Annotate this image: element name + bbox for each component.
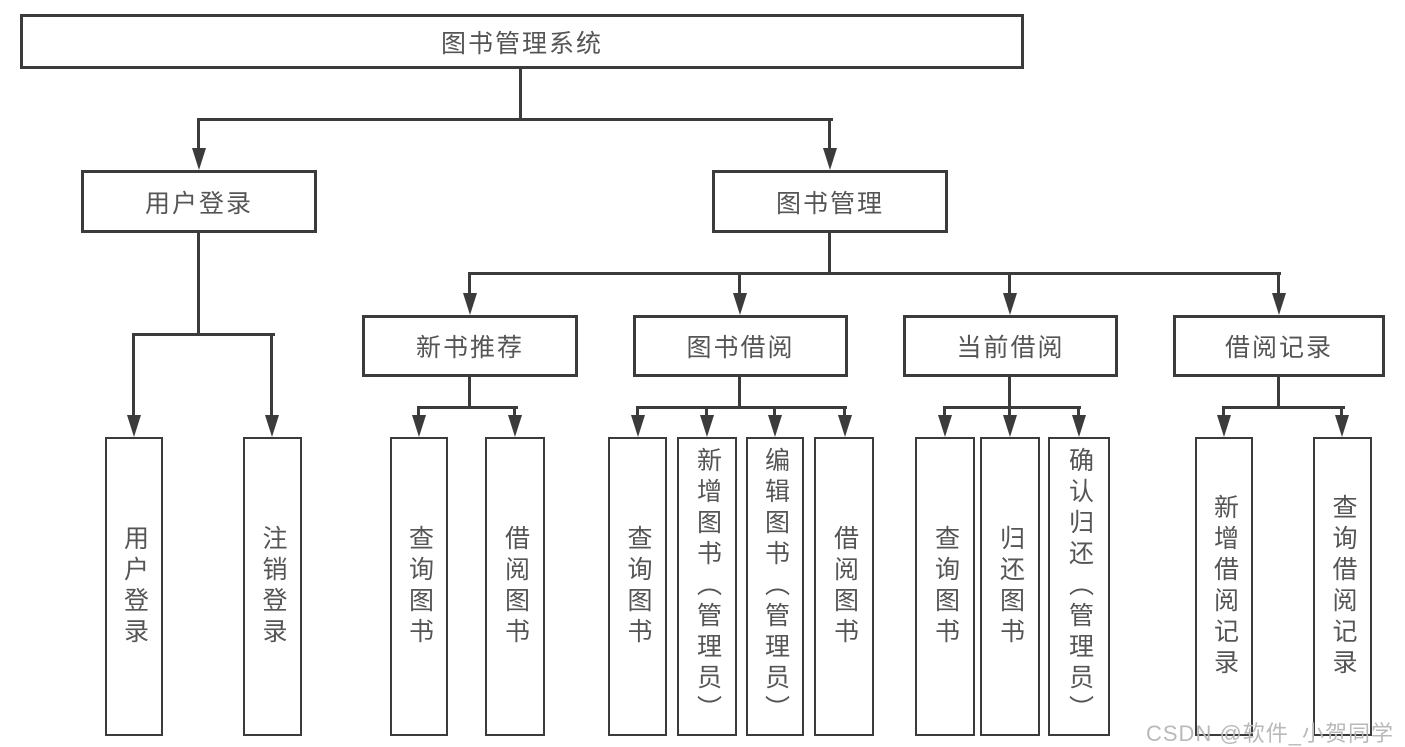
arrow-down-icon bbox=[508, 415, 522, 437]
leaf-label: 确认归还（管理员） bbox=[1065, 447, 1094, 726]
connector-root-drop-left bbox=[197, 118, 200, 152]
leaf-cb-confirm-return-admin: 确认归还（管理员） bbox=[1048, 437, 1110, 736]
leaf-label: 借阅图书 bbox=[501, 524, 530, 649]
arrow-down-icon bbox=[823, 148, 837, 170]
arrow-down-icon bbox=[412, 415, 426, 437]
leaf-nbr-query-books: 查询图书 bbox=[390, 437, 448, 736]
arrow-down-icon bbox=[127, 415, 141, 437]
connector-br-drop-2 bbox=[1340, 406, 1343, 417]
connector-nbr-drop-1 bbox=[417, 406, 420, 417]
leaf-user-login: 用户登录 bbox=[105, 437, 163, 736]
arrow-down-icon bbox=[938, 415, 952, 437]
node-book-borrowing: 图书借阅 bbox=[633, 315, 848, 377]
leaf-bb-edit-books-admin: 编辑图书（管理员） bbox=[746, 437, 804, 736]
connector-nbr-hline bbox=[417, 406, 518, 409]
leaf-logout: 注销登录 bbox=[243, 437, 302, 736]
connector-root-hline bbox=[197, 118, 833, 121]
leaf-cb-return-books: 归还图书 bbox=[980, 437, 1040, 736]
arrow-down-icon bbox=[700, 415, 714, 437]
leaf-label: 查询借阅记录 bbox=[1329, 493, 1357, 680]
leaf-label: 新增图书（管理员） bbox=[693, 447, 722, 726]
connector-root-drop-right bbox=[828, 118, 831, 152]
leaf-label: 归还图书 bbox=[996, 524, 1025, 649]
connector-br-stub bbox=[1277, 377, 1280, 409]
node-label: 图书管理 bbox=[775, 189, 884, 218]
node-label: 图书借阅 bbox=[686, 334, 795, 362]
leaf-label: 查询图书 bbox=[405, 524, 434, 649]
arrow-down-icon bbox=[265, 415, 279, 437]
connector-user-login-stub bbox=[197, 233, 200, 336]
arrow-down-icon bbox=[1072, 415, 1086, 437]
arrow-down-icon bbox=[1272, 293, 1286, 315]
node-book-management: 图书管理 bbox=[712, 170, 948, 233]
node-label: 图书管理系统 bbox=[440, 29, 603, 58]
arrow-down-icon bbox=[463, 293, 477, 315]
leaf-label: 查询图书 bbox=[931, 524, 960, 649]
connector-br-drop-1 bbox=[1222, 406, 1225, 417]
leaf-br-query-record: 查询借阅记录 bbox=[1313, 437, 1372, 736]
leaf-label: 借阅图书 bbox=[830, 524, 859, 649]
leaf-bb-add-books-admin: 新增图书（管理员） bbox=[677, 437, 737, 736]
node-label: 用户登录 bbox=[144, 189, 253, 218]
leaf-bb-borrow-books: 借阅图书 bbox=[814, 437, 874, 736]
node-library-system: 图书管理系统 bbox=[20, 14, 1024, 69]
arrow-down-icon bbox=[768, 415, 782, 437]
connector-br-hline bbox=[1222, 406, 1345, 409]
connector-cb-drop-1 bbox=[943, 406, 946, 417]
arrow-down-icon bbox=[1003, 415, 1017, 437]
leaf-label: 编辑图书（管理员） bbox=[761, 447, 790, 726]
node-new-book-recommend: 新书推荐 bbox=[362, 315, 578, 377]
arrow-down-icon bbox=[1217, 415, 1231, 437]
leaf-label: 注销登录 bbox=[259, 524, 287, 649]
connector-bb-drop-4 bbox=[843, 406, 846, 417]
connector-book-mgmt-drop-4 bbox=[1277, 272, 1280, 294]
node-borrowing-records: 借阅记录 bbox=[1173, 315, 1385, 377]
arrow-down-icon bbox=[192, 148, 206, 170]
connector-cb-hline bbox=[943, 406, 1081, 409]
connector-user-login-hline bbox=[132, 333, 275, 336]
connector-bb-drop-2 bbox=[705, 406, 708, 417]
connector-book-mgmt-stub bbox=[828, 233, 831, 275]
connector-user-login-drop-1 bbox=[132, 333, 135, 417]
leaf-label: 用户登录 bbox=[120, 524, 149, 649]
arrow-down-icon bbox=[1335, 415, 1349, 437]
csdn-watermark: CSDN @软件_小贺同学 bbox=[1146, 721, 1395, 746]
connector-cb-drop-2 bbox=[1008, 406, 1011, 417]
leaf-label: 新增借阅记录 bbox=[1210, 493, 1239, 680]
connector-cb-stub bbox=[1008, 377, 1011, 409]
node-label: 借阅记录 bbox=[1224, 334, 1333, 362]
connector-nbr-stub bbox=[468, 377, 471, 409]
connector-nbr-drop-2 bbox=[513, 406, 516, 417]
arrow-down-icon bbox=[733, 293, 747, 315]
node-label: 新书推荐 bbox=[415, 334, 524, 362]
node-user-login: 用户登录 bbox=[81, 170, 317, 233]
arrow-down-icon bbox=[838, 415, 852, 437]
leaf-bb-query-books: 查询图书 bbox=[608, 437, 667, 736]
connector-cb-drop-3 bbox=[1077, 406, 1080, 417]
node-label: 当前借阅 bbox=[956, 334, 1065, 362]
connector-bb-drop-3 bbox=[773, 406, 776, 417]
leaf-cb-query-books: 查询图书 bbox=[915, 437, 975, 736]
connector-bb-drop-1 bbox=[636, 406, 639, 417]
connector-user-login-drop-2 bbox=[270, 333, 273, 417]
connector-book-mgmt-drop-2 bbox=[738, 272, 741, 294]
arrow-down-icon bbox=[1003, 293, 1017, 315]
arrow-down-icon bbox=[631, 415, 645, 437]
connector-root-stub bbox=[519, 69, 522, 121]
connector-bb-stub bbox=[738, 377, 741, 409]
connector-book-mgmt-hline bbox=[468, 272, 1281, 275]
connector-bb-hline bbox=[636, 406, 847, 409]
connector-book-mgmt-drop-3 bbox=[1008, 272, 1011, 294]
leaf-label: 查询图书 bbox=[624, 524, 652, 649]
leaf-nbr-borrow-books: 借阅图书 bbox=[485, 437, 545, 736]
connector-book-mgmt-drop-1 bbox=[468, 272, 471, 294]
node-current-borrowing: 当前借阅 bbox=[903, 315, 1118, 377]
leaf-br-add-record: 新增借阅记录 bbox=[1195, 437, 1253, 736]
